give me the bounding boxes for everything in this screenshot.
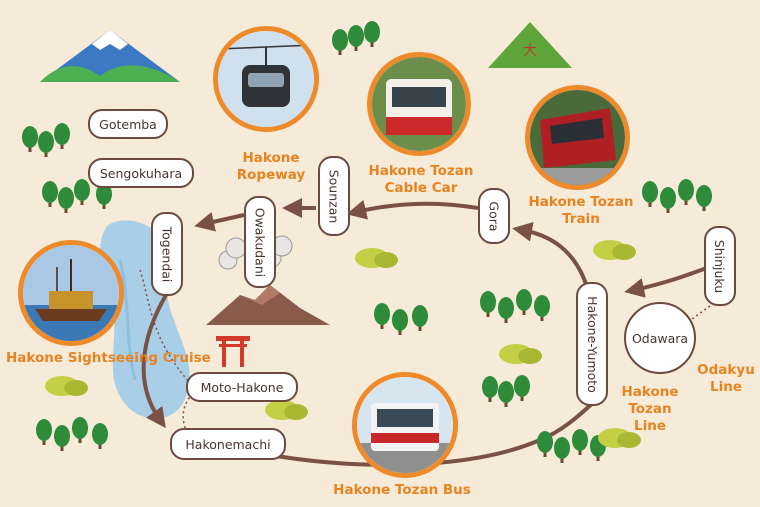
- station-shinjuku-label: Shinjuku: [712, 239, 728, 293]
- station-hakone-yumoto[interactable]: Hakone-Yumoto: [576, 282, 608, 406]
- label-sightseeing-cruise: Hakone Sightseeing Cruise: [6, 350, 211, 366]
- cable-car-photo: [367, 52, 471, 156]
- station-sengokuhara[interactable]: Sengokuhara: [88, 158, 194, 188]
- station-shinjuku[interactable]: Shinjuku: [704, 226, 736, 306]
- station-moto-hakone-label: Moto-Hakone: [200, 379, 284, 395]
- station-sounzan-label: Sounzan: [326, 169, 342, 223]
- station-hakonemachi-label: Hakonemachi: [185, 436, 271, 452]
- tozan-bus-photo: [352, 372, 458, 478]
- ropeway-photo: [213, 26, 319, 132]
- station-sounzan[interactable]: Sounzan: [318, 156, 350, 236]
- station-togendai-label: Togendai: [159, 226, 175, 282]
- route-lines: [141, 198, 719, 467]
- station-gotemba-label: Gotemba: [99, 116, 157, 132]
- hill-with-kanji-icon: 大: [488, 22, 572, 68]
- torii-gate-icon: [216, 336, 250, 367]
- station-hakone-yumoto-label: Hakone-Yumoto: [584, 295, 600, 393]
- station-hakonemachi[interactable]: Hakonemachi: [170, 428, 286, 460]
- station-owakudani[interactable]: Owakudani: [244, 196, 276, 288]
- tozan-train-photo: [525, 85, 630, 190]
- station-odawara-label: Odawara: [631, 330, 689, 346]
- station-owakudani-label: Owakudani: [252, 207, 268, 277]
- svg-text:大: 大: [523, 43, 537, 59]
- label-tozan-bus: Hakone Tozan Bus: [333, 482, 471, 498]
- station-sengokuhara-label: Sengokuhara: [99, 165, 183, 181]
- smoking-volcano-icon: [206, 235, 330, 325]
- sightseeing-cruise-photo: [18, 240, 124, 346]
- station-togendai[interactable]: Togendai: [151, 212, 183, 296]
- station-moto-hakone[interactable]: Moto-Hakone: [186, 372, 298, 402]
- station-odawara[interactable]: Odawara: [624, 302, 696, 374]
- station-gotemba[interactable]: Gotemba: [88, 109, 168, 139]
- station-gora-label: Gora: [486, 200, 502, 232]
- mount-fuji-icon: [40, 30, 180, 82]
- station-gora[interactable]: Gora: [478, 188, 510, 244]
